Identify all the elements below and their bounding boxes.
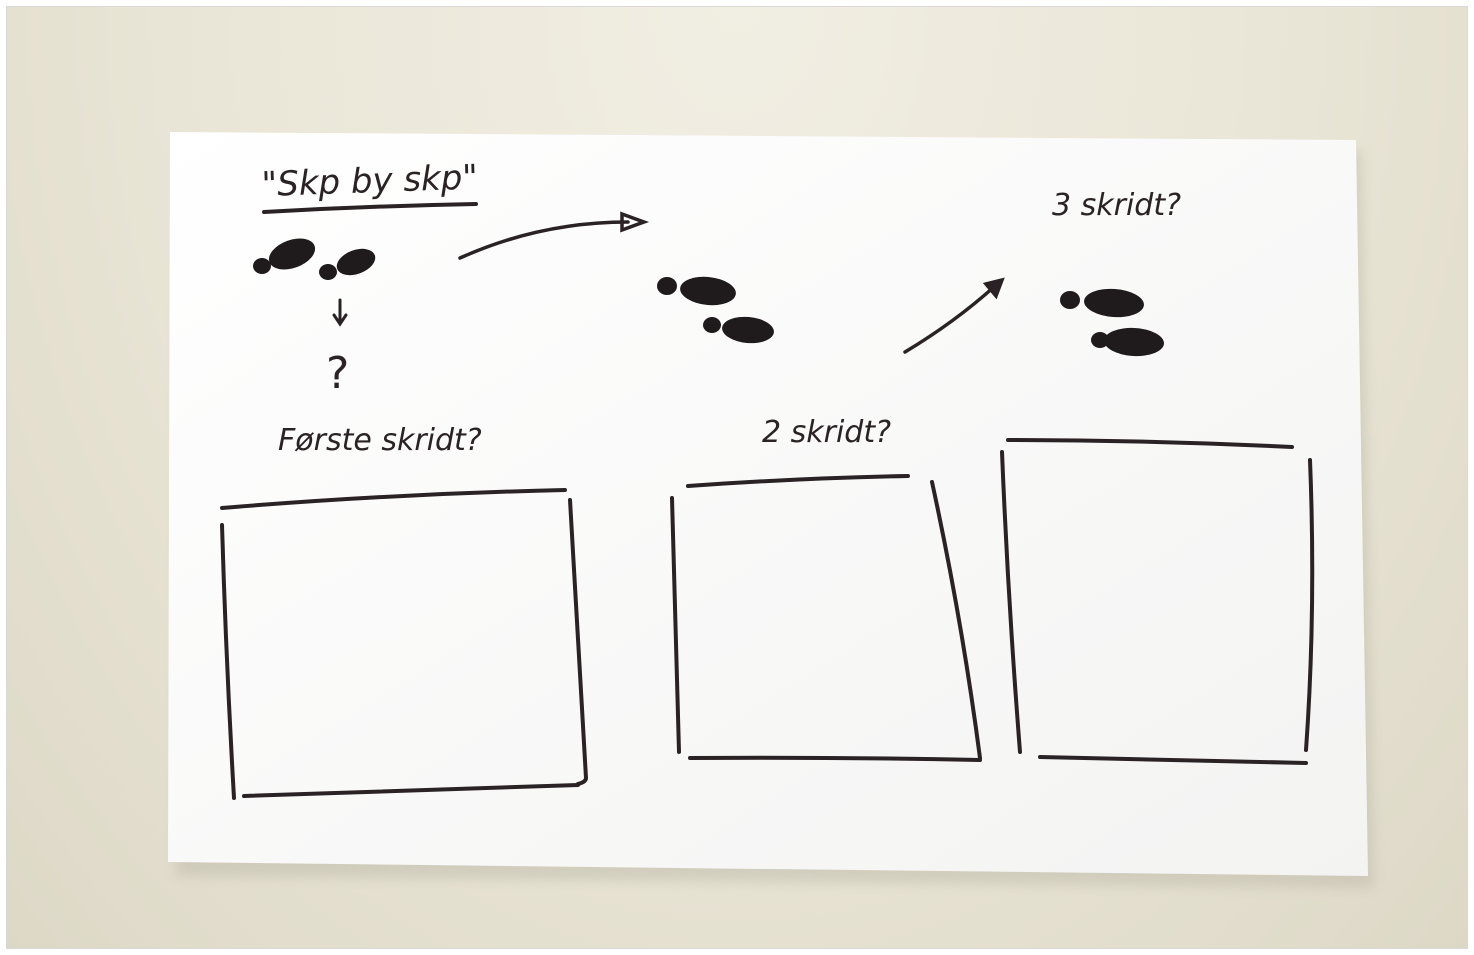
step3-label: 3 skridt? (1052, 188, 1181, 223)
title-text: "Skp by skp" (261, 157, 479, 205)
paper-sheet (168, 132, 1368, 876)
arrow-down-icon (332, 298, 348, 327)
footprints-icon (657, 276, 774, 344)
footprints-icon (253, 238, 376, 280)
step1-label: Første skridt? (278, 423, 482, 458)
step3-box (1000, 438, 1315, 765)
question-mark: ? (326, 348, 349, 399)
title-underline (262, 202, 478, 214)
step2-box (670, 474, 982, 762)
step2-label: 2 skridt? (762, 415, 891, 450)
arrow-right-icon (458, 211, 650, 260)
step1-box (220, 488, 589, 800)
arrow-up-right-icon (903, 277, 1005, 354)
sheet-title: "Skp by skp" (261, 157, 479, 214)
footprints-icon (1060, 288, 1164, 357)
